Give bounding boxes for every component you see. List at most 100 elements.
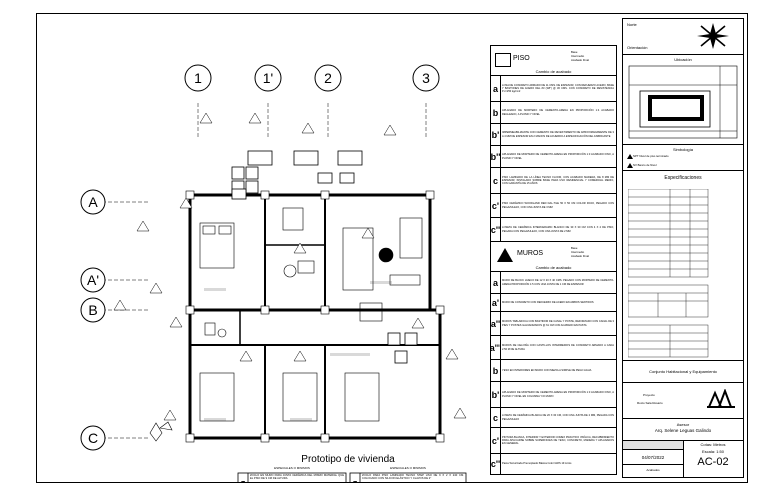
row-letter: b (491, 360, 501, 381)
title-block: Norte Orientación Ubicación Simbología N… (622, 18, 744, 478)
piso-legend-mid: Intermedio (571, 54, 585, 58)
special-title-right: ESPECIALES O MINIMOS (390, 466, 426, 470)
row-letter: b (491, 102, 501, 123)
row-letter: c' (491, 194, 501, 217)
row-text: LOSETA DE CERÁMICA INTERCERAMIC BLANCO D… (502, 226, 614, 233)
row-text: APLANADO DE MORTERO DE CEMENTO-ARENA EN … (502, 391, 614, 398)
special-text-left: ZOCLO EN MURO PARA JUNTA CERÁMICA DEL MI… (250, 474, 344, 481)
sheet-date: 04/07/2022 (623, 450, 683, 465)
row-text: MURO DE BLOCK HUECO DE 12 X 20 X 40 CMS.… (502, 279, 614, 286)
legend-title: Simbología (672, 147, 693, 152)
muros-row: a''MUROS TABLAROCA CON BASTIDOR DE CANAL… (491, 312, 616, 336)
axis-label-a-prime: A' (87, 272, 99, 288)
row-letter: c'' (491, 218, 501, 241)
piso-row: b'IMPERMEABILIZANTE CON CEMENTO DE REVES… (491, 124, 616, 146)
units-label: Cotas: Metros (700, 442, 726, 447)
special-text-right: ZOCLO PARA PISO LAMINADO TECNO STEP LISO… (362, 474, 464, 481)
location-title: Ubicación (674, 57, 692, 62)
north-box: Norte Orientación (623, 19, 743, 55)
specs-title: Especificaciones (664, 175, 702, 181)
muros-row: c'PINTURA BLANCA, INTERIOR Y EXTERIOR CO… (491, 428, 616, 454)
garden-plant-icon (149, 421, 173, 442)
piso-legend-final: Acabado Final (571, 58, 589, 62)
special-boxes (237, 472, 467, 483)
muros-row: a'MURO DE CONCRETO CON REFUERZO DE ACERO… (491, 294, 616, 312)
piso-row: c'PISO CERÁMICO WOODLAND RED DAL-TILE 50… (491, 194, 616, 218)
muros-row: b'APLANADO DE MORTERO DE CEMENTO-ARENA E… (491, 382, 616, 408)
orientation-label: Orientación (627, 45, 648, 50)
piso-title: PISO (513, 55, 530, 62)
piso-symbol-icon (495, 53, 511, 67)
location-map (628, 65, 738, 139)
floor-plan: 1 1' 2 3 A A' B C (80, 64, 467, 483)
piso-legend-base: Base (571, 50, 578, 54)
muros-row: a'''MUROS DE CELOSÍA CON CASTILLOS INTER… (490, 336, 616, 360)
row-text: PISO CERÁMICO WOODLAND RED DAL-TILE 50 X… (502, 202, 614, 209)
dining-furniture (231, 150, 418, 364)
advisor-label: Asesor (676, 422, 690, 427)
axis-label-3: 3 (422, 70, 430, 86)
row-letter: c'' (491, 454, 501, 474)
muros-title: MUROS (517, 250, 544, 257)
row-text: MUROS TABLAROCA CON BASTIDOR DE CANAL Y … (502, 320, 614, 327)
columns (185, 190, 445, 443)
project-name: Conjunto Habitacional y Equipamiento (649, 369, 717, 374)
drawing-sheet (36, 13, 748, 483)
piso-subtitle: Cambio de acabado (535, 69, 572, 74)
muros-subtitle: Cambio de acabado (535, 265, 572, 270)
muros-legend-mid: Intermedio (571, 250, 585, 254)
row-letter: a (491, 76, 501, 101)
row-letter: c' (491, 428, 501, 453)
row-text: LOSA DE CONCRETO ARMADO DE 11 CMS. DE ES… (502, 83, 614, 94)
piso-row: c''LOSETA DE CERÁMICA INTERCERAMIC BLANC… (491, 218, 616, 242)
axis-label-1-prime: 1' (263, 70, 273, 86)
muros-row: c''Pasta Texturizada Premoplastic Básica… (491, 454, 616, 474)
advisor-name: Arq. Selene Leguas Galindo (654, 428, 712, 433)
student-box: Proyecto Rocio Sala Rosario (623, 383, 743, 419)
muros-symbol-icon (497, 248, 513, 262)
special-letter-right: Z (353, 481, 358, 483)
north-arrow-icon (697, 23, 729, 49)
row-text: APLANADO DE MORTERO DE CEMENTO-ARENA EN … (502, 153, 614, 160)
legend-item-nv: NV Banco de Nivel (633, 163, 657, 167)
row-letter: b'' (491, 146, 501, 167)
finish-tags (113, 112, 467, 421)
finish-spec-table: PISO Base Intermedio Acabado Final Cambi… (490, 45, 617, 475)
legend-box: Simbología NPT Nivel de piso terminado N… (623, 145, 743, 171)
row-text: LOSETA DE CERÁMICA BLANCA DE 20 X 30 CM,… (502, 414, 614, 421)
npt-symbol-icon (627, 154, 633, 159)
student-name: Rocio Sala Rosario (637, 401, 663, 405)
project-box: Conjunto Habitacional y Equipamiento (623, 361, 743, 383)
row-letter: a (491, 272, 501, 293)
row-text: Pasta Texturizada Premoplastic Básica Co… (502, 462, 572, 466)
north-label: Norte (627, 22, 637, 27)
advisor-box: Asesor Arq. Selene Leguas Galindo (623, 419, 743, 441)
row-letter: b' (491, 124, 501, 145)
piso-row: b''APLANADO DE MORTERO DE CEMENTO-ARENA … (491, 146, 616, 168)
muros-header: MUROS Base Intermedio Acabado Final Camb… (491, 242, 616, 272)
row-text: PINTURA BLANCA, INTERIOR Y EXTERIOR COME… (502, 435, 614, 446)
sheet-description: Acabados (646, 468, 660, 472)
legend-item-npt: NPT Nivel de piso terminado (633, 154, 669, 158)
row-text: YESO EN INTERIORES EN MURO CON MEZCLA SI… (502, 368, 592, 372)
special-letter-left: Z (241, 481, 246, 483)
axis-label-c: C (88, 430, 98, 446)
axis-label-1: 1 (194, 70, 202, 86)
university-logo-icon (707, 389, 735, 408)
piso-header: PISO Base Intermedio Acabado Final Cambi… (491, 46, 616, 76)
axis-label-b: B (88, 302, 97, 318)
axis-bubbles (80, 64, 440, 451)
row-letter: a'' (491, 312, 501, 335)
row-text: MURO DE CONCRETO CON REFUERZO DE ACERO E… (502, 300, 594, 304)
drawing-title: Prototipo de vivienda (301, 454, 395, 465)
specs-box: Especificaciones (623, 171, 743, 361)
row-letter: a''' (490, 336, 501, 359)
axis-label-a: A (88, 194, 98, 210)
row-text: MUROS DE CELOSÍA CON CASTILLOS INTERMEDI… (502, 344, 614, 351)
specs-grid (628, 189, 709, 358)
axis-label-2: 2 (324, 70, 332, 86)
